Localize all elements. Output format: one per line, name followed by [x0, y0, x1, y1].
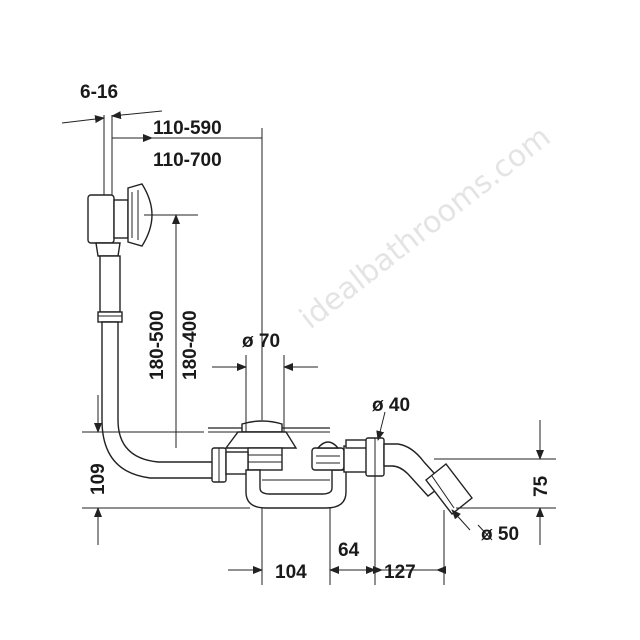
dim-label-width-b: 64	[338, 540, 360, 561]
dim-label-overflow-offset-b: 110-700	[153, 150, 222, 171]
dimension-lines	[61, 110, 556, 585]
dim-label-trap-height: 109	[88, 463, 109, 495]
waste-trap-assembly	[208, 420, 473, 515]
watermark-text: idealbathrooms.com	[293, 119, 557, 336]
dim-label-overflow-offset-a: 110-590	[153, 118, 222, 139]
dim-label-waste-diameter: ø 70	[242, 331, 280, 352]
dim-label-outlet-diameter: ø 50	[481, 524, 519, 545]
dim-label-width-c: 127	[384, 562, 416, 583]
dim-label-height-a: 180-500	[147, 310, 168, 380]
dim-label-width-a: 104	[275, 562, 307, 583]
dim-label-outlet-height: 75	[531, 475, 552, 497]
dim-label-thickness: 6-16	[80, 82, 118, 103]
dim-label-height-b: 180-400	[180, 310, 201, 380]
overflow-assembly	[87, 115, 227, 483]
dim-label-trap-outlet-diameter: ø 40	[372, 395, 410, 416]
